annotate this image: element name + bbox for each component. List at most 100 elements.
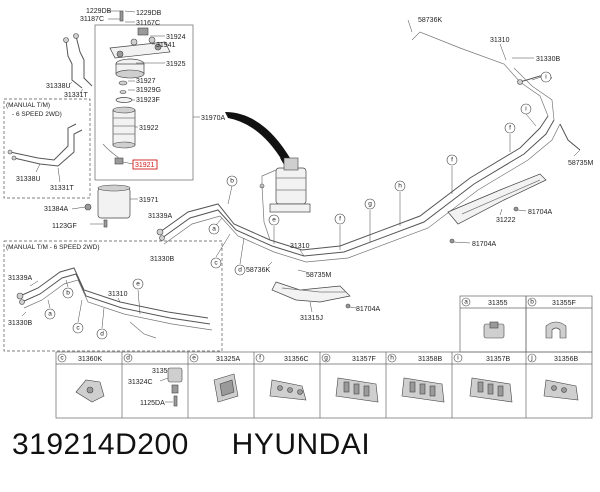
svg-text:31356B: 31356B — [554, 356, 578, 363]
brand-name: HYUNDAI — [231, 428, 371, 461]
label-1229db-b: 1229DB — [136, 10, 162, 17]
label-1229db-a: 1229DB — [86, 8, 112, 15]
manual-tm-tubes-2 — [16, 267, 213, 339]
label-31315j: 31315J — [300, 315, 323, 322]
label-81704a-r2: 81704A — [472, 241, 496, 248]
label-31970a: 31970A — [201, 115, 225, 122]
svg-text:f: f — [339, 216, 341, 223]
svg-text:i: i — [457, 355, 458, 362]
legend-f: f 31356C — [255, 353, 309, 401]
label-58736k-center: 58736K — [246, 267, 270, 274]
svg-text:c: c — [214, 260, 218, 267]
legend-d: d 31355 31324C 1125DA — [123, 353, 183, 407]
main-fuel-tube-bundle — [156, 31, 581, 263]
label-31927: 31927 — [136, 78, 156, 85]
svg-text:d: d — [100, 331, 104, 338]
svg-text:h: h — [390, 355, 394, 362]
label-31338u-top: 31338U — [46, 83, 71, 90]
svg-text:c: c — [60, 355, 64, 362]
label-58735m-right: 58735M — [568, 160, 593, 167]
legend-e: e 31325A — [189, 353, 240, 403]
svg-text:a: a — [48, 311, 52, 318]
label-1123gf: 1123GF — [52, 223, 77, 230]
svg-text:31360K: 31360K — [78, 356, 102, 363]
label-31971: 31971 — [139, 197, 159, 204]
label-31924: 31924 — [166, 34, 186, 41]
manual-tm-box-1 — [3, 98, 91, 199]
part-number: 319214D200 — [12, 428, 189, 461]
callout-c-main: c — [210, 233, 231, 269]
callout-d-box2: d — [96, 307, 108, 340]
callout-g-main: g — [364, 198, 376, 242]
bracket-31971 — [84, 184, 131, 228]
callout-f-main-3: f — [504, 122, 516, 152]
label-31310-top: 31310 — [490, 37, 510, 44]
svg-text:e: e — [136, 281, 140, 288]
callout-e-main: e — [268, 214, 280, 244]
svg-text:31324C: 31324C — [128, 379, 153, 386]
clip-31325a-icon — [213, 373, 239, 403]
svg-text:f: f — [451, 157, 453, 164]
svg-text:f: f — [259, 355, 261, 362]
heat-shield-center — [271, 281, 351, 309]
label-manual-tm-1b: - 6 SPEED 2WD) — [12, 111, 62, 118]
label-manual-tm-1: (MANUAL T/M) — [6, 102, 50, 109]
highlight-31921[interactable] — [132, 159, 158, 170]
legend-grid — [55, 295, 593, 419]
svg-text:a: a — [464, 299, 468, 306]
clip-31357f-icon — [335, 377, 379, 403]
clip-31356b-icon — [543, 379, 579, 401]
label-31922: 31922 — [139, 125, 159, 132]
legend-c: c 31360K — [57, 353, 105, 403]
legend-a: a 31355 — [461, 297, 508, 339]
callout-c-box2: c — [72, 299, 84, 334]
svg-text:c: c — [76, 325, 80, 332]
svg-text:b: b — [66, 290, 70, 297]
svg-text:g: g — [368, 201, 372, 208]
svg-text:f: f — [509, 125, 511, 132]
label-31330b-top: 31330B — [536, 56, 560, 63]
legend-g: g 31357F — [321, 353, 379, 403]
svg-text:31356C: 31356C — [284, 356, 309, 363]
label-31330b-box2: 31330B — [8, 320, 32, 327]
svg-text:i: i — [525, 106, 526, 113]
part-caption: 319214D200 HYUNDAI — [12, 428, 592, 478]
label-manual-tm-2: (MANUAL T/M - 6 SPEED 2WD) — [6, 244, 100, 251]
svg-text:b: b — [530, 299, 534, 306]
label-31921: 31921 — [135, 162, 155, 169]
clip-31324c-icon — [167, 367, 183, 407]
label-31167c: 31167C — [136, 20, 160, 27]
svg-text:d: d — [238, 267, 242, 274]
svg-text:e: e — [272, 217, 276, 224]
label-81704a-r1: 81704A — [528, 209, 552, 216]
svg-text:b: b — [230, 178, 234, 185]
callout-f-main-2: f — [446, 154, 458, 194]
svg-text:31357B: 31357B — [486, 356, 510, 363]
svg-text:e: e — [192, 355, 196, 362]
callout-a-main: a — [208, 217, 223, 235]
svg-text:1125DA: 1125DA — [140, 400, 165, 407]
label-31929g: 31929G — [136, 87, 161, 94]
callout-i-main-1: i — [520, 103, 537, 127]
clip-31356c-icon — [269, 379, 307, 401]
label-31384a: 31384A — [44, 206, 68, 213]
label-31339a-mid: 31339A — [148, 213, 172, 220]
label-81704a-c: 81704A — [356, 306, 380, 313]
clip-31358b-icon — [401, 377, 445, 403]
clip-31355f-icon — [545, 321, 567, 339]
callout-b-box2: b — [62, 279, 74, 299]
manual-tm-tubes-1 — [7, 123, 83, 183]
label-31310-box2: 31310 — [108, 291, 128, 298]
svg-text:31355: 31355 — [488, 300, 508, 307]
callout-a-box2: a — [44, 299, 56, 320]
label-31331t-mid: 31331T — [50, 185, 74, 192]
label-58735m-center: 58735M — [306, 272, 331, 279]
svg-text:a: a — [212, 226, 216, 233]
svg-text:h: h — [398, 183, 402, 190]
legend-i: i 31357B — [453, 353, 513, 403]
label-31310-center: 31310 — [290, 243, 310, 250]
label-58736k-top: 58736K — [418, 17, 442, 24]
fuel-filter-installed — [225, 112, 311, 213]
svg-text:g: g — [324, 355, 328, 362]
